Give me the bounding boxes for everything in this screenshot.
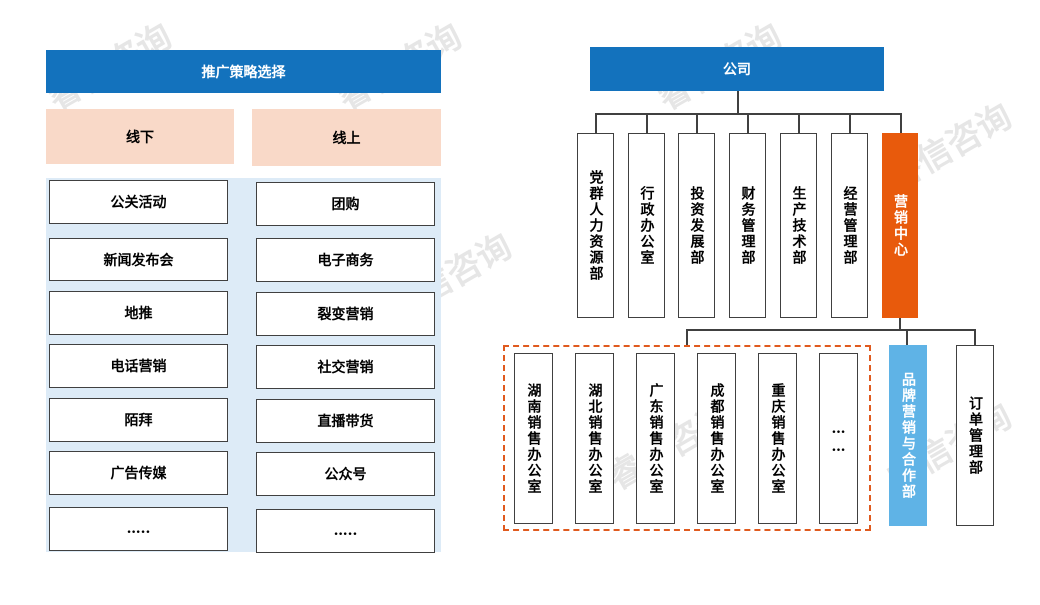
online-item: 公众号 <box>256 452 435 496</box>
marketing-center-label: 营销中心 <box>892 193 908 258</box>
department-label: 生产技术部 <box>790 185 807 266</box>
marketing-center-box: 营销中心 <box>882 133 918 318</box>
connector-line <box>849 113 851 134</box>
connector-line <box>798 113 800 134</box>
department-box: 财务管理部 <box>729 133 766 318</box>
sales-office-box: 成都销售办公室 <box>697 353 736 524</box>
department-box: 党群人力资源部 <box>577 133 614 318</box>
connector-line <box>737 91 739 114</box>
online-item: 裂变营销 <box>256 292 435 336</box>
online-item: 社交营销 <box>256 345 435 389</box>
department-box: 经营管理部 <box>831 133 868 318</box>
connector-line <box>686 329 976 331</box>
offline-item: 新闻发布会 <box>49 238 228 281</box>
department-label: 经营管理部 <box>841 185 858 266</box>
offline-item: 电话营销 <box>49 344 228 388</box>
sales-office-label: 成都销售办公室 <box>708 382 725 495</box>
online-item: 直播带货 <box>256 399 435 443</box>
brand-marketing-label: 品牌营销与合作部 <box>900 371 916 500</box>
offline-item: ….. <box>49 507 228 551</box>
strategy-title: 推广策略选择 <box>46 50 441 93</box>
connector-line <box>696 113 698 134</box>
sales-office-box: 湖南销售办公室 <box>514 353 553 524</box>
department-label: 行政办公室 <box>638 185 655 266</box>
sales-office-box: …… <box>819 353 858 524</box>
department-label: 党群人力资源部 <box>587 169 604 282</box>
sales-office-label: 重庆销售办公室 <box>769 382 786 495</box>
order-management-label: 订单管理部 <box>967 395 983 476</box>
connector-line <box>900 113 902 134</box>
sales-office-label: 广东销售办公室 <box>647 382 664 495</box>
offline-item: 地推 <box>49 291 228 335</box>
sales-office-box: 湖北销售办公室 <box>575 353 614 524</box>
department-box: 投资发展部 <box>678 133 715 318</box>
connector-line <box>646 113 648 134</box>
department-label: 投资发展部 <box>688 185 705 266</box>
sales-office-label: 湖北销售办公室 <box>586 382 603 495</box>
connector-line <box>899 318 901 330</box>
sales-office-box: 广东销售办公室 <box>636 353 675 524</box>
offline-item: 公关活动 <box>49 180 228 224</box>
department-box: 生产技术部 <box>780 133 817 318</box>
sales-offices-frame <box>503 345 871 531</box>
online-item: ….. <box>256 509 435 553</box>
sales-office-box: 重庆销售办公室 <box>758 353 797 524</box>
online-item: 电子商务 <box>256 238 435 282</box>
connector-line <box>747 113 749 134</box>
connector-line <box>906 329 908 345</box>
connector-line <box>595 113 597 134</box>
sales-office-label: …… <box>830 420 847 457</box>
department-box: 行政办公室 <box>628 133 665 318</box>
department-label: 财务管理部 <box>739 185 756 266</box>
online-header: 线上 <box>252 109 441 166</box>
offline-item: 陌拜 <box>49 398 228 442</box>
offline-header: 线下 <box>46 109 234 164</box>
order-management-box: 订单管理部 <box>956 345 994 526</box>
connector-line <box>686 329 688 345</box>
company-box: 公司 <box>590 47 884 91</box>
online-item: 团购 <box>256 182 435 226</box>
sales-office-label: 湖南销售办公室 <box>525 382 542 495</box>
brand-marketing-box: 品牌营销与合作部 <box>889 345 927 526</box>
offline-item: 广告传媒 <box>49 451 228 495</box>
connector-line <box>974 329 976 345</box>
